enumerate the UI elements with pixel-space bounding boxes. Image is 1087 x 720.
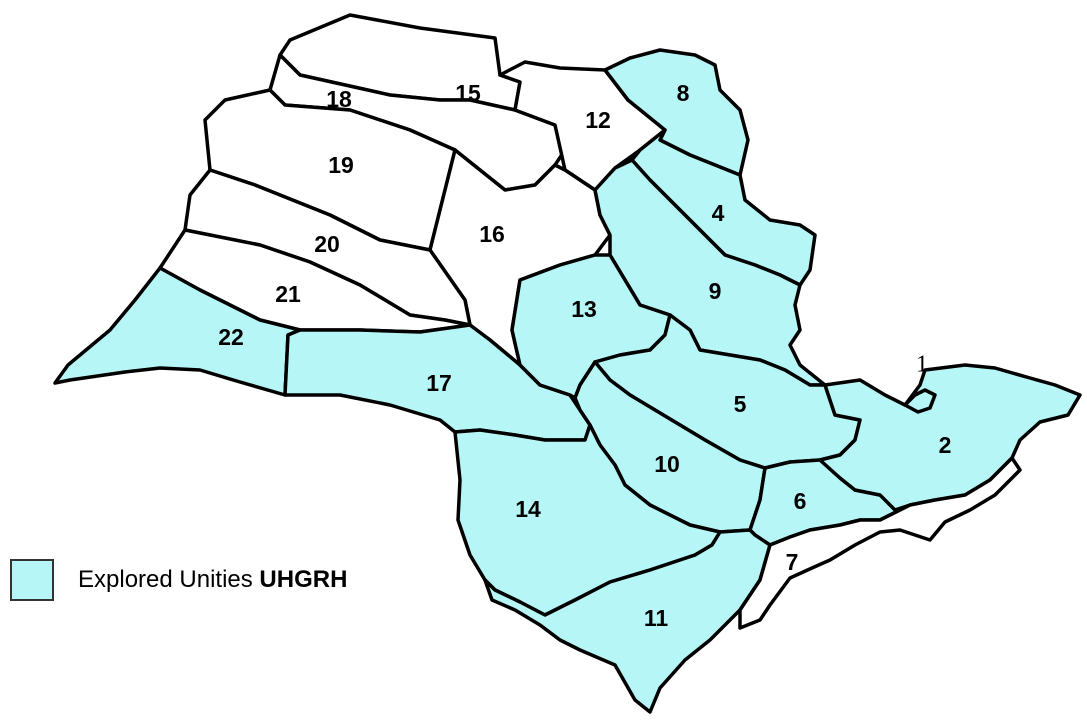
region-12 xyxy=(498,60,667,192)
region-label-21: 21 xyxy=(275,281,301,307)
legend-label-text: Explored Unities xyxy=(78,566,253,593)
region-label-16: 16 xyxy=(479,221,505,247)
region-label-7: 7 xyxy=(786,549,799,575)
legend-swatch-explored xyxy=(10,559,54,601)
region-label-5: 5 xyxy=(734,391,747,417)
region-label-15: 15 xyxy=(455,80,481,106)
region-label-1: 1 xyxy=(916,352,928,378)
region-label-11: 11 xyxy=(644,605,669,631)
region-label-12: 12 xyxy=(585,107,611,133)
region-label-10: 10 xyxy=(654,451,680,477)
region-1 xyxy=(903,388,937,414)
region-label-9: 9 xyxy=(709,278,722,304)
region-label-2: 2 xyxy=(939,432,952,458)
region-label-14: 14 xyxy=(515,496,541,522)
legend-label-bold: UHGRH xyxy=(259,566,348,593)
region-label-4: 4 xyxy=(712,200,725,226)
region-22 xyxy=(53,266,302,397)
region-label-20: 20 xyxy=(314,231,340,257)
region-label-19: 19 xyxy=(328,152,354,178)
region-label-13: 13 xyxy=(571,296,597,322)
region-label-18: 18 xyxy=(326,86,352,112)
legend-label: Explored Unities UHGRH xyxy=(78,566,347,594)
region-label-6: 6 xyxy=(794,488,807,514)
region-label-17: 17 xyxy=(426,370,452,396)
legend: Explored Unities UHGRH xyxy=(10,556,347,604)
region-label-22: 22 xyxy=(218,324,244,350)
region-7 xyxy=(738,456,1022,630)
region-label-8: 8 xyxy=(677,80,690,106)
